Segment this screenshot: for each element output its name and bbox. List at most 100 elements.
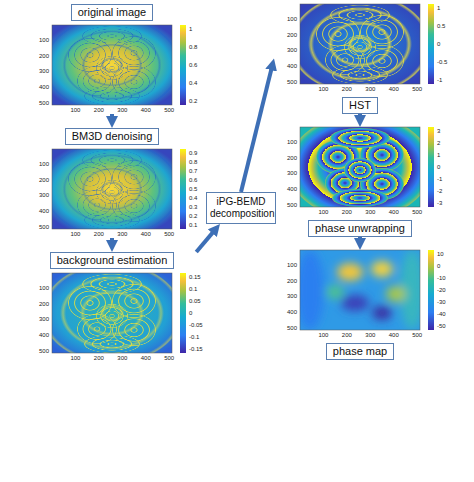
axis-tick: 200 — [94, 107, 104, 114]
step-label: phase map — [333, 345, 387, 358]
axis-tick: 200 — [39, 53, 49, 60]
colorbar-tick: -1 — [437, 77, 442, 84]
colorbar-tick: 0.2 — [189, 98, 197, 105]
axis-tick: 200 — [94, 231, 104, 238]
colorbar-tick: 0 — [437, 164, 440, 171]
axis-tick: 400 — [389, 86, 399, 93]
axis-tick: 500 — [164, 231, 174, 238]
axis-tick: 100 — [318, 86, 328, 93]
image-panel: phase map — [274, 250, 446, 359]
axis-tick: 200 — [342, 86, 352, 93]
axis-tick: 300 — [39, 192, 49, 199]
axis-tick: 100 — [318, 209, 328, 216]
colorbar-tick: 0.5 — [189, 186, 197, 193]
image-panel: HST — [274, 4, 446, 113]
colorbar-tick: 0 — [437, 263, 440, 270]
axis-tick: 500 — [412, 332, 422, 339]
colorbar-tick: 0.3 — [189, 204, 197, 211]
axis-tick: 500 — [39, 348, 49, 355]
axis-tick: 100 — [70, 107, 80, 114]
axis-tick: 500 — [164, 355, 174, 362]
axis-tick: 300 — [287, 293, 297, 300]
step-label: phase unwrapping — [315, 222, 405, 235]
step-label-box: background estimation — [50, 252, 175, 269]
axis-tick: 500 — [39, 224, 49, 231]
axis-tick: 100 — [39, 37, 49, 44]
image-panel: background estimation — [26, 252, 198, 362]
axis-tick: 400 — [389, 209, 399, 216]
image-panel: BM3D denoising — [26, 128, 198, 238]
colorbar-tick: -0.1 — [189, 334, 199, 341]
colorbar-tick: 0.2 — [189, 213, 197, 220]
colorbar-tick: 3 — [437, 128, 440, 135]
colorbar-tick: -20 — [437, 287, 446, 294]
axis-tick: 300 — [287, 170, 297, 177]
step-label-box: phase unwrapping — [308, 220, 412, 237]
colorbar-tick: -50 — [437, 323, 446, 330]
axis-tick: 400 — [39, 332, 49, 339]
colorbar-tick: -1 — [437, 176, 442, 183]
step-label-box: BM3D denoising — [65, 128, 160, 145]
axis-tick: 200 — [287, 155, 297, 162]
axis-tick: 200 — [287, 32, 297, 39]
step-label: background estimation — [57, 254, 168, 267]
colorbar-tick: 0.1 — [189, 222, 197, 229]
colorbar-tick: 0.4 — [189, 80, 197, 87]
axis-tick: 300 — [365, 209, 375, 216]
axis-tick: 400 — [39, 208, 49, 215]
colorbar-tick: -30 — [437, 299, 446, 306]
axis-tick: 500 — [287, 79, 297, 86]
colorbar-tick: 0.6 — [189, 62, 197, 69]
step-label: BM3D denoising — [72, 130, 153, 143]
axis-tick: 300 — [117, 355, 127, 362]
colorbar-tick: -0.5 — [437, 59, 447, 66]
axis-tick: 400 — [287, 63, 297, 70]
axis-tick: 300 — [39, 316, 49, 323]
axis-tick: 100 — [70, 355, 80, 362]
colorbar-tick: 0.7 — [189, 168, 197, 175]
colorbar-tick: -0.05 — [189, 322, 203, 329]
colorbar-tick: 0.15 — [189, 274, 201, 281]
colorbar-tick: 0.8 — [189, 44, 197, 51]
axis-tick: 200 — [287, 278, 297, 285]
axis-tick: 200 — [94, 355, 104, 362]
axis-tick: 100 — [39, 161, 49, 168]
axis-tick: 400 — [287, 309, 297, 316]
colorbar-tick: 0 — [437, 41, 440, 48]
axis-tick: 400 — [39, 84, 49, 91]
axis-tick: 500 — [287, 202, 297, 209]
colorbar-tick: 1 — [437, 5, 440, 12]
step-label: iPG-BEMD decomposition — [210, 196, 272, 220]
colorbar-tick: 0.1 — [189, 286, 197, 293]
step-label: original image — [78, 6, 146, 19]
axis-tick: 100 — [39, 285, 49, 292]
axis-tick: 300 — [117, 107, 127, 114]
axis-tick: 400 — [287, 186, 297, 193]
axis-tick: 500 — [39, 100, 49, 107]
axis-tick: 500 — [287, 325, 297, 332]
colorbar-tick: 0 — [189, 310, 192, 317]
colorbar-tick: 0.6 — [189, 177, 197, 184]
axis-tick: 200 — [342, 209, 352, 216]
colorbar-tick: 0.05 — [189, 298, 201, 305]
axis-tick: 400 — [389, 332, 399, 339]
axis-tick: 100 — [70, 231, 80, 238]
axis-tick: 300 — [365, 332, 375, 339]
axis-tick: 100 — [318, 332, 328, 339]
axis-tick: 400 — [141, 107, 151, 114]
colorbar-tick: 10 — [437, 251, 444, 258]
colorbar-tick: -0.15 — [189, 346, 203, 353]
colorbar-tick: 1 — [189, 26, 192, 33]
colorbar-tick: 0.5 — [437, 23, 445, 30]
process-box: iPG-BEMD decomposition — [206, 192, 276, 224]
axis-tick: 300 — [39, 68, 49, 75]
axis-tick: 200 — [39, 301, 49, 308]
colorbar-tick: 2 — [437, 140, 440, 147]
flow-arrow — [196, 232, 213, 252]
image-panel: original image — [26, 4, 198, 114]
flow-arrow — [241, 69, 271, 192]
step-label-box: phase map — [326, 343, 394, 360]
flow-arrow — [110, 114, 114, 117]
